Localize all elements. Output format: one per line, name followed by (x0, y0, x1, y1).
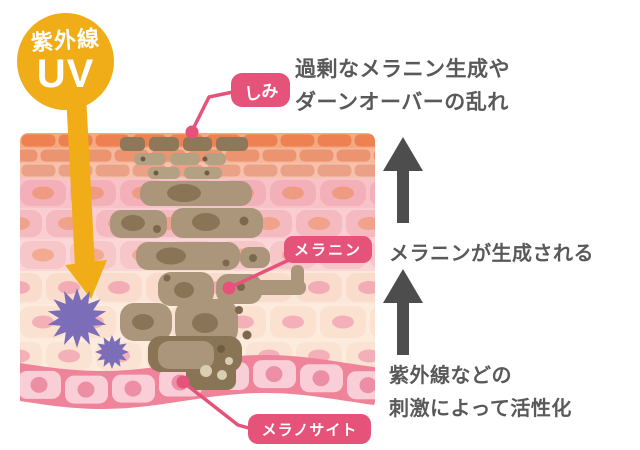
skin-cell-nucleus (332, 186, 354, 200)
pigment-granule-dots (140, 156, 210, 176)
skin-cell-nucleus (308, 217, 330, 230)
flow-up-arrow-2 (383, 269, 423, 355)
skin-cell-nucleus (282, 186, 304, 200)
skin-cell (370, 306, 375, 338)
callout-shimi: しみ (231, 73, 290, 107)
skin-cell (20, 273, 42, 302)
corneum-brick (262, 149, 297, 162)
callout-melanin: メラニン (284, 236, 372, 263)
skin-cell (20, 210, 42, 237)
irritation-stars (47, 288, 129, 369)
corneum-brick (95, 164, 130, 177)
skin-cell-nucleus (358, 281, 375, 294)
corneum-brick (20, 149, 38, 162)
uv-badge-uv-label: UV (36, 51, 95, 96)
skin-cell (370, 180, 375, 206)
corneum-brick (243, 164, 278, 177)
upper-pigment-bricks (134, 153, 226, 179)
corneum-brick (40, 149, 75, 162)
uv-ray-arrow (65, 94, 107, 299)
surface-spot-bricks (120, 137, 248, 151)
skin-cell-nucleus (258, 217, 280, 230)
melanin-pigment-column (110, 137, 306, 390)
basal-cell-nucleus (30, 376, 48, 393)
corneum-brick (317, 134, 352, 147)
corneum-brick (280, 164, 315, 177)
note-excess-melanin-line1: 過剰なメラニン生成や (295, 58, 510, 81)
irritation-star (95, 335, 129, 369)
basal-cell-nucleus (359, 377, 375, 394)
skin-cell-nucleus (20, 281, 30, 294)
skin-cell-nucleus (20, 217, 30, 230)
irritation-star (47, 288, 107, 348)
pigment-cell-nuclei (121, 184, 220, 333)
skin-cell-nucleus (282, 315, 304, 329)
skin-cell-nucleus (332, 315, 354, 329)
note-excess-melanin-line2: ダーンオーバーの乱れ (295, 91, 509, 114)
corneum-brick (225, 149, 260, 162)
corneum-brick (21, 134, 56, 147)
skin-cell-nucleus (32, 248, 54, 262)
note-uv-activation: 紫外線などの 刺激によって活性化 (389, 360, 572, 426)
skin-cell (20, 342, 42, 370)
flow-up-arrow-1 (383, 137, 423, 223)
note-uv-activation-line2: 刺激によって活性化 (389, 398, 572, 420)
corneum-brick (317, 164, 352, 177)
corneum-brick (243, 134, 278, 147)
melanocyte-cell (148, 336, 242, 390)
corneum-brick (280, 134, 315, 147)
skin-cell-nucleus (32, 315, 54, 329)
callout-melanin-label: メラニン (293, 242, 362, 259)
skin-cell-nucleus (108, 281, 130, 294)
uv-badge-kanji-label: 紫外線 (30, 25, 101, 55)
corneum-brick (299, 149, 334, 162)
skin-cell-nucleus (358, 217, 375, 230)
corneum-brick (21, 164, 56, 177)
callout-connector-lines (176, 90, 292, 431)
basal-cell-nucleus (312, 370, 330, 387)
corneum-brick (354, 164, 375, 177)
skin-cell-nucleus (58, 281, 80, 294)
corneum-brick (336, 149, 371, 162)
callout-shimi-label: しみ (242, 80, 279, 104)
basal-cell-nucleus (77, 381, 95, 398)
note-melanin-produced: メラニンが生成される (389, 243, 594, 265)
skin-cell-nucleus (308, 281, 330, 294)
uv-source-badge: 紫外線 UV (17, 13, 114, 110)
skin-cell-nucleus (20, 349, 30, 363)
skin-cell-nucleus (358, 349, 375, 363)
callout-melanocyte-label: メラノサイト (261, 421, 358, 439)
note-excess-melanin: 過剰なメラニン生成や ダーンオーバーの乱れ (295, 53, 510, 119)
corneum-brick (354, 134, 375, 147)
note-uv-activation-line1: 紫外線などの (389, 365, 512, 387)
skin-cell-nucleus (58, 349, 80, 363)
basal-cell-nucleus (265, 366, 283, 383)
callout-melanocyte: メラノサイト (248, 414, 371, 444)
basal-cell-nucleus (124, 380, 142, 397)
skin-cell-nucleus (32, 186, 54, 200)
